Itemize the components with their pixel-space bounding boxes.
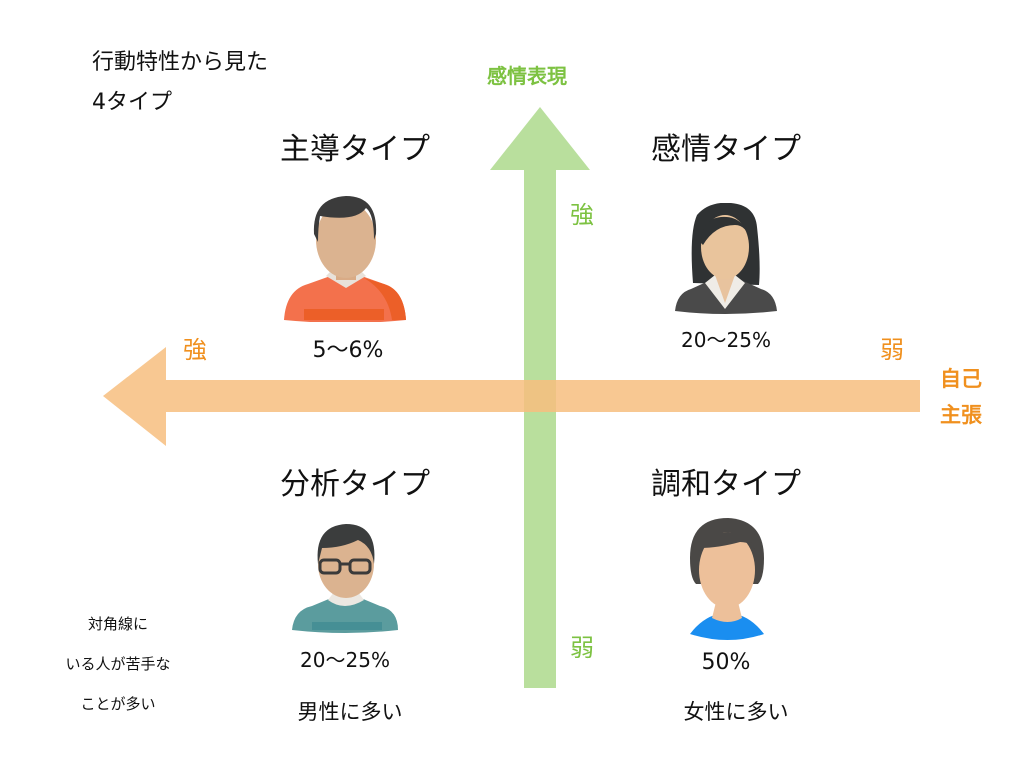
percent-harmonious: 50% [701,650,751,675]
horizontal-axis-label-2: 主張 [940,403,982,427]
diagonal-note-3: ことが多い [80,695,156,713]
percent-emotional: 20〜25% [681,328,771,352]
vertical-weak-label: 弱 [570,634,594,662]
title-line2: 4タイプ [92,90,172,115]
type-harmonious: 調和タイプ [651,467,801,502]
horizontal-arrow [103,347,920,446]
diagonal-note-2: いる人が苦手な [65,655,171,673]
horizontal-weak-label: 弱 [880,336,904,364]
type-dominant: 主導タイプ [280,132,430,167]
type-analytical: 分析タイプ [280,467,430,502]
type-emotional: 感情タイプ [651,132,801,167]
vertical-axis-label: 感情表現 [487,64,567,88]
vertical-strong-label: 強 [570,201,594,229]
percent-dominant: 5〜6% [312,338,384,363]
horizontal-strong-label: 強 [183,336,207,364]
horizontal-axis-label-1: 自己 [940,367,982,391]
avatar-emotional-woman-icon [675,203,777,314]
diagonal-note-1: 対角線に [87,615,149,633]
avatar-dominant-man-icon [284,196,406,322]
avatar-analytical-man-glasses-icon [292,524,398,633]
avatar-harmonious-woman-icon [690,518,764,640]
female-note: 女性に多い [683,700,789,724]
percent-analytical: 20〜25% [300,648,390,672]
male-note: 男性に多い [297,700,403,724]
title-line1: 行動特性から見た [92,50,269,75]
